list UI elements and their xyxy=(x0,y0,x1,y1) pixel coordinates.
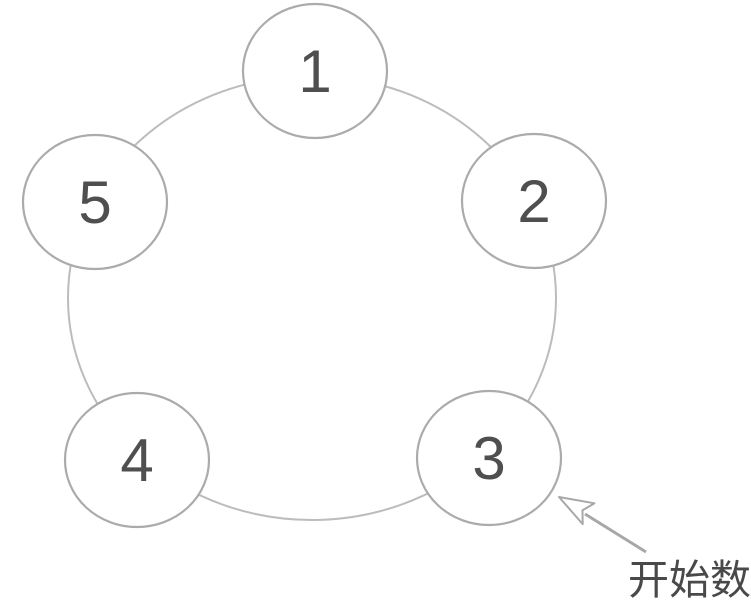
nodes-layer: 1 2 3 4 5 xyxy=(21,2,608,529)
node-circle-4 xyxy=(63,391,211,529)
node-label-1: 1 xyxy=(298,38,331,105)
node-circle-2 xyxy=(460,132,608,270)
start-arrow xyxy=(558,496,647,554)
node-circle-5 xyxy=(21,133,169,271)
node-label-5: 5 xyxy=(78,169,111,236)
node-label-2: 2 xyxy=(517,168,550,235)
node-circle-1 xyxy=(241,2,389,140)
start-arrow-shaft xyxy=(584,512,647,554)
node-label-4: 4 xyxy=(120,427,153,494)
node-circle-3 xyxy=(415,389,563,527)
node-label-3: 3 xyxy=(472,425,505,492)
start-arrow-head-icon xyxy=(558,496,596,526)
start-label: 开始数 xyxy=(628,557,751,603)
